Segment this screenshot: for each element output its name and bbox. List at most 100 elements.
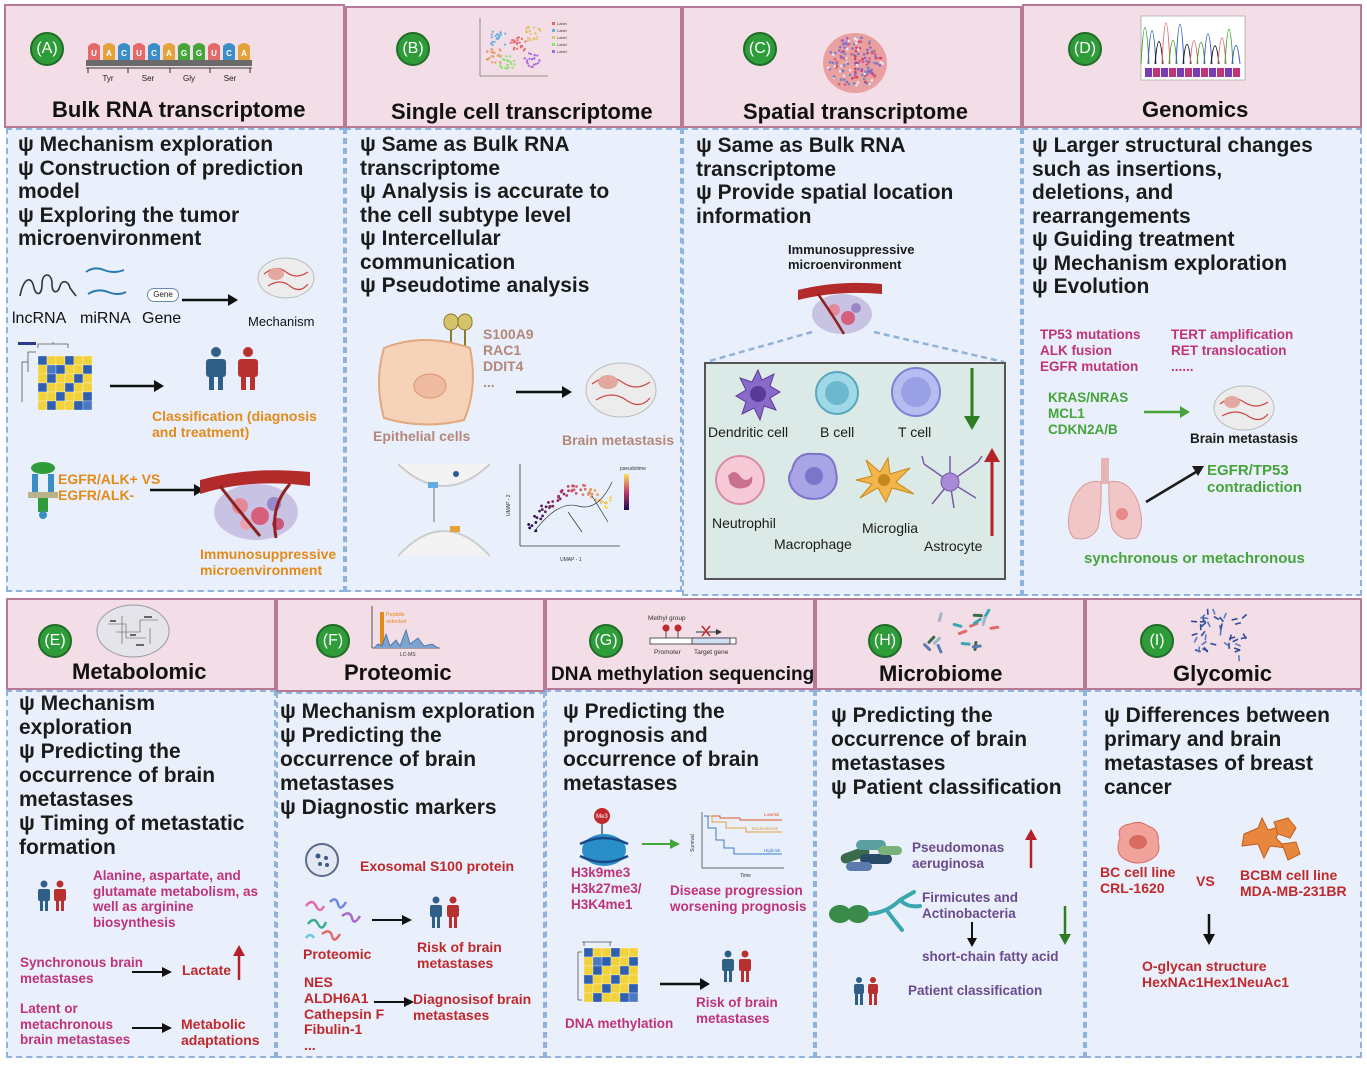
bullets-microbiome: ψ Predicting the occurrence of brain met… [831, 704, 1062, 800]
pseudotime-umap-plot: UMAP - 2 UMAP - 1 pseudotime [506, 464, 646, 563]
arrow-a2 [110, 380, 164, 392]
metabolic-label: Metabolic adaptations [181, 1016, 260, 1049]
up-arrow-h [1025, 829, 1037, 868]
bullet-f-3: metastases [280, 771, 395, 795]
genes-green: KRAS/NRAS MCL1 CDKN2A/B [1048, 390, 1128, 437]
title-spatial: Spatial transcriptome [743, 99, 968, 124]
bullets-methylation: ψ Predicting the prognosis and occurrenc… [563, 700, 759, 796]
badge-d: (D) [1068, 32, 1102, 66]
synchronous-label-d: synchronous or metachronous [1084, 550, 1305, 567]
svg-text:Label: Label [557, 35, 567, 40]
svg-text:U: U [211, 49, 217, 58]
mut-l-0: TP53 mutations [1040, 327, 1141, 342]
rna-nucleotide: C [118, 43, 130, 60]
arrow-f1 [372, 915, 412, 925]
risk-label-f: Risk of brain metastases [417, 939, 502, 972]
bullet-e-0: ψ Mechanism [19, 692, 156, 715]
panel-glycomic [1085, 690, 1362, 1058]
mut-r-2: ...... [1171, 358, 1194, 374]
brain-met-label-d: Brain metastasis [1190, 431, 1299, 446]
patients-icon-g [722, 950, 751, 982]
bullet-c-3: information [696, 204, 812, 228]
bullet-d-6: ψ Evolution [1032, 275, 1150, 299]
synchronous-label-e: Synchronous brain metastases [20, 955, 144, 986]
bullet-i-1: primary and brain [1104, 727, 1282, 751]
bullet-g-0: ψ Predicting the [563, 700, 725, 723]
brain-icon-b [585, 362, 657, 418]
cell-label-astrocyte: Astrocyte [924, 538, 983, 554]
bullets-proteomic: ψ Mechanism exploration ψ Predicting the… [280, 700, 535, 820]
lungs-icon [1068, 458, 1142, 540]
gene-label: Gene [142, 310, 182, 327]
umap-y-label: UMAP - 2 [506, 494, 512, 516]
zoom-lines [705, 330, 1005, 364]
chromatogram-icon [1140, 15, 1246, 81]
mark-1: H3k27me3/ [571, 880, 642, 896]
bullet-b-6: ψ Pseudotime analysis [360, 274, 590, 298]
up-arrow-c [984, 448, 1000, 536]
rna-nucleotide: U [133, 43, 145, 60]
bc-label: BC cell line CRL-1620 [1100, 864, 1176, 897]
rna-nucleotide: U [208, 43, 220, 60]
cell-label-dendritic: Dendritic cell [708, 424, 789, 440]
marker-1: ALDH6A1 [304, 989, 369, 1006]
lncrna-label: lncRNA [12, 310, 67, 327]
bc-cell-icon [1117, 821, 1160, 864]
bullet-g-1: prognosis and [563, 723, 708, 747]
legend-moderate: Moderaterisk [752, 826, 779, 831]
svg-text:G: G [181, 49, 187, 58]
arrow-e1 [132, 967, 172, 977]
bullet-e-6: formation [19, 835, 116, 859]
title-metabolomic: Metabolomic [72, 659, 207, 684]
bullet-c-2: ψ Provide spatial location [696, 181, 954, 205]
badge-b: (B) [396, 32, 430, 66]
mark-2: H3K4me1 [571, 896, 633, 912]
title-bulk-rna: Bulk RNA transcriptome [52, 97, 306, 122]
bullet-b-1: transcriptome [360, 156, 501, 180]
header-microbiome [815, 598, 1085, 690]
svg-text:G: G [196, 49, 202, 58]
down-arrow-c [964, 368, 980, 430]
marker-4: ... [304, 1037, 316, 1054]
macrophage-icon [788, 452, 838, 500]
rna-nucleotide: U [88, 43, 100, 60]
protein-cluster-icon [304, 898, 362, 941]
gene-b-3: ... [483, 374, 495, 391]
svg-text:A: A [166, 49, 172, 58]
svg-text:A: A [241, 49, 247, 58]
arrow-b1 [516, 386, 572, 398]
svg-text:Label: Label [557, 28, 567, 33]
methyl-group-label: Methyl group [648, 615, 686, 622]
exosomal-label: Exosomal S100 protein [360, 858, 515, 874]
arrow-a1 [182, 294, 238, 306]
rna-nucleotide: A [163, 43, 175, 60]
oglycan-label: O-glycan structure HexNAc1Hex1NeuAc1 [1142, 958, 1290, 991]
bullet-i-3: cancer [1104, 775, 1172, 799]
bullet-d-3: rearrangements [1032, 204, 1191, 228]
patients-icon-f [430, 896, 459, 928]
patients-icon-e [38, 880, 66, 911]
header-single-cell [345, 6, 682, 128]
cell-label-microglia: Microglia [862, 520, 919, 536]
down-arrow-h1 [967, 922, 977, 947]
gene-d-2: CDKN2A/B [1048, 421, 1118, 437]
bullet-e-2: ψ Predicting the [19, 739, 181, 763]
astrocyte-icon [921, 455, 983, 509]
marker-3: Fibulin-1 [304, 1021, 363, 1038]
down-arrow-i [1203, 914, 1215, 945]
gene-b-0: S100A9 [483, 326, 534, 342]
gene-d-0: KRAS/NRAS [1048, 390, 1129, 405]
title-single-cell: Single cell transcriptome [391, 99, 653, 124]
rna-nucleotide: C [223, 43, 235, 60]
contradiction-label: EGFR/TP53 contradiction [1207, 462, 1303, 497]
me3-label: Me3 [596, 814, 608, 820]
panel-metabolomic [6, 690, 276, 1058]
mut-r-1: RET translocation [1171, 342, 1287, 358]
target-gene-label: Target gene [694, 649, 729, 656]
disease-label: Disease progression worsening prognosis [670, 883, 807, 914]
bullet-f-1: ψ Predicting the [280, 723, 442, 747]
mutations-right: TERT amplification RET translocation ...… [1171, 327, 1293, 374]
bacteria-icon [923, 608, 1000, 654]
